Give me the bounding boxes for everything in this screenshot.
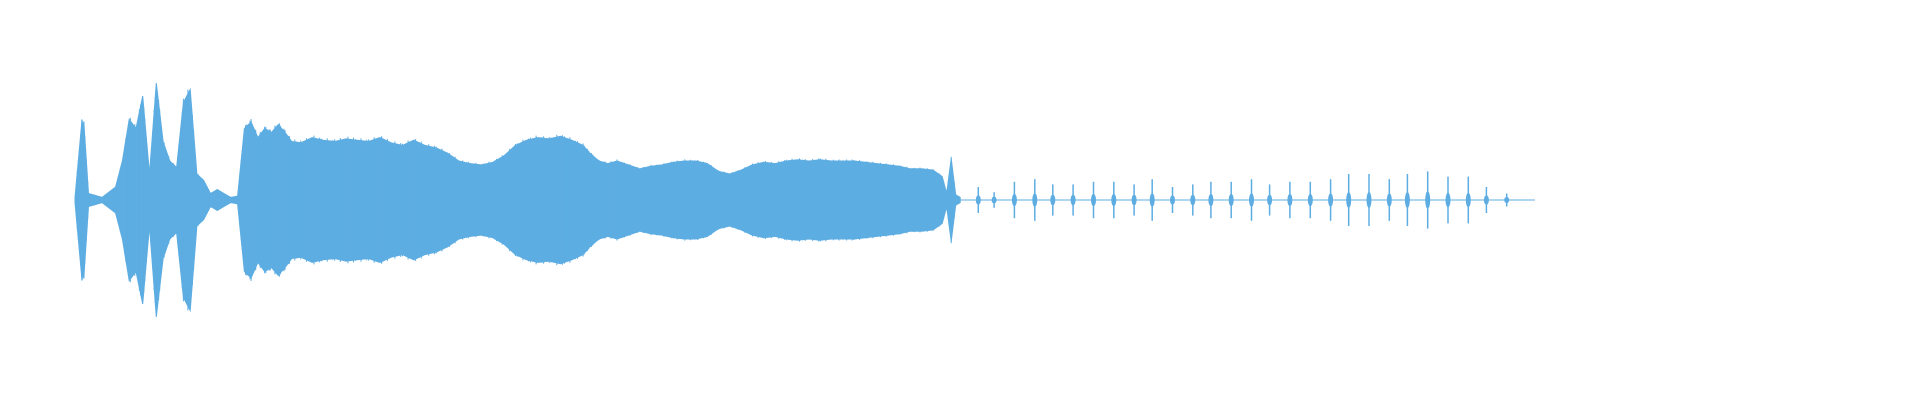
waveform-pulse-core — [1111, 193, 1117, 207]
waveform-pulse-core — [975, 195, 981, 205]
waveform-pulse-core — [1445, 192, 1451, 208]
waveform-pulse-core — [1249, 193, 1254, 207]
waveform-pulse-core — [1386, 193, 1392, 207]
waveform-pulse-core — [1170, 195, 1175, 205]
waveform-pulse-core — [1404, 192, 1410, 208]
waveform-pulse-core — [1504, 196, 1510, 204]
waveform-pulse-core — [1208, 193, 1214, 207]
waveform-pulse-core — [1366, 192, 1372, 208]
waveform-pulse-core — [1011, 193, 1017, 207]
waveform-pulse-core — [1190, 194, 1196, 206]
waveform-pulse-core — [1091, 193, 1096, 207]
waveform-pulse-core — [1287, 193, 1293, 207]
waveform-pulse-core — [991, 196, 997, 204]
waveform-pulse-core — [1228, 193, 1234, 207]
waveform-pulse-core — [1032, 193, 1038, 207]
waveform-pulse-core — [1425, 191, 1431, 209]
waveform-pulse-core — [1346, 192, 1352, 208]
waveform-pulse-core — [1149, 193, 1155, 207]
waveform-pulse-core — [1050, 194, 1056, 206]
waveform-pulses — [975, 171, 1510, 229]
waveform-pulse-core — [1131, 194, 1137, 206]
waveform-pulse-core — [1483, 195, 1489, 205]
waveform-pulse-core — [1328, 193, 1334, 207]
waveform-pulse-core — [1465, 192, 1471, 208]
waveform-pulse-core — [1267, 194, 1273, 206]
waveform-pulse-core — [1070, 194, 1076, 206]
waveform-shape — [74, 82, 961, 318]
waveform-pulse-core — [1307, 193, 1313, 207]
